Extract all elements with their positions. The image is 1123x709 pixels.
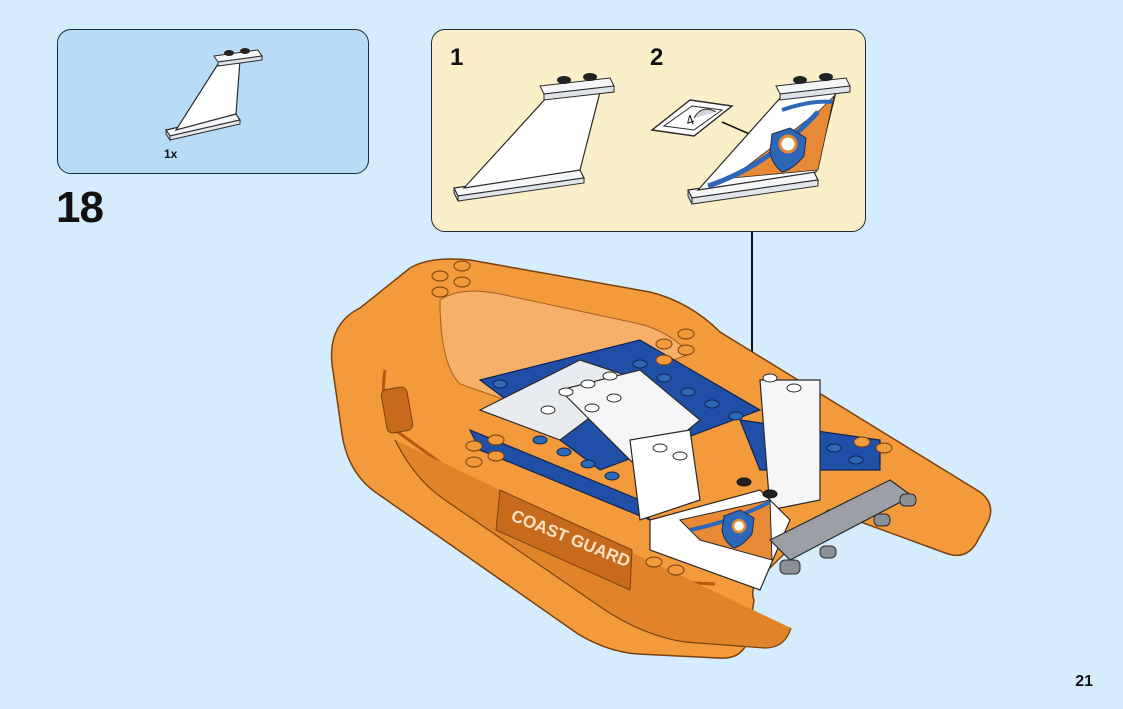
page-number: 21 <box>1075 673 1093 691</box>
